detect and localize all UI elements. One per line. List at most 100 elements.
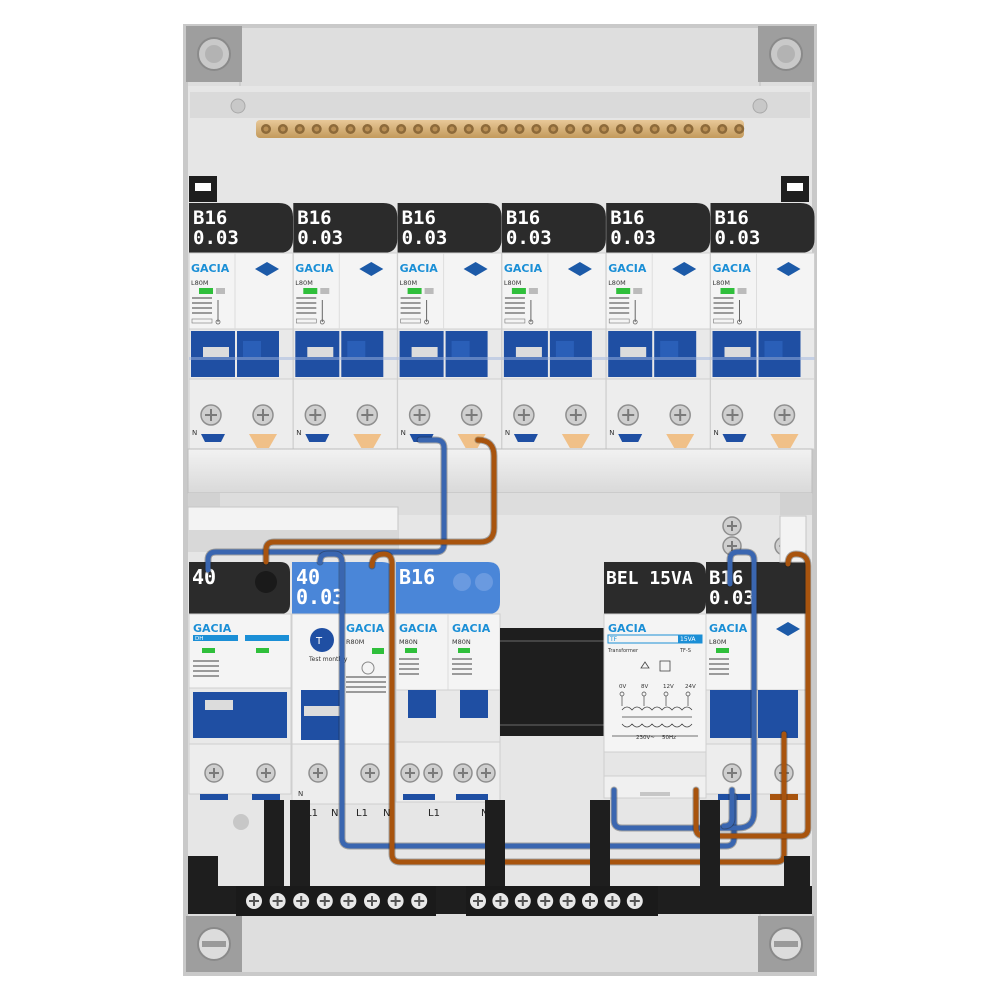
status-indicator <box>199 288 213 294</box>
brand-logo: GACIA <box>193 622 232 635</box>
toggle-left[interactable] <box>710 690 752 738</box>
wiring <box>204 436 812 866</box>
comb-busbar-pin <box>770 434 799 448</box>
status-indicator <box>720 288 735 294</box>
rating-label <box>189 203 293 253</box>
diamond-icon <box>672 262 697 276</box>
pe-busbar <box>190 92 810 138</box>
rating-text: B16 <box>297 207 331 229</box>
model-text: R80M <box>346 638 364 646</box>
mcb-toggle-left[interactable] <box>408 690 436 718</box>
toggle-right[interactable] <box>758 690 798 738</box>
main-switch-toggle[interactable] <box>193 692 287 738</box>
model-text: DH <box>195 636 203 642</box>
rating-label <box>397 203 502 253</box>
status-indicator <box>458 648 470 653</box>
model-text: L80M <box>295 279 313 287</box>
live-wire <box>263 437 497 565</box>
diamond-icon <box>567 262 592 276</box>
brand-logo: GACIA <box>608 262 647 275</box>
neutral-wire <box>205 437 447 573</box>
comb-busbar-pin <box>457 434 486 448</box>
rating-label <box>606 203 711 253</box>
test-button[interactable] <box>310 628 334 652</box>
diamond-icon <box>776 622 800 636</box>
model-text: L80M <box>608 279 626 287</box>
brand-logo: GACIA <box>452 622 491 635</box>
comb-busbar-pin <box>249 434 277 448</box>
rating-text: 40 <box>192 565 216 589</box>
terminal-label: L1 <box>356 808 368 819</box>
sensitivity-text: 0.03 <box>709 587 755 609</box>
bottom-cover-strip <box>188 914 812 972</box>
blank-cover <box>500 628 604 736</box>
rating-label <box>710 203 815 253</box>
status-indicator <box>256 648 269 653</box>
rating-text: 40 <box>296 565 320 589</box>
neutral-terminal-block <box>236 886 436 916</box>
neutral-mark: N <box>609 429 614 437</box>
terminal-label: N <box>331 808 338 819</box>
output-voltage: 24V <box>685 684 696 690</box>
brand-logo: GACIA <box>346 622 385 635</box>
model-text: M80N <box>399 638 418 646</box>
brand-logo: GACIA <box>399 622 438 635</box>
corner-screws <box>186 26 814 972</box>
model-text: L80M <box>400 279 418 287</box>
rating-text: B16 <box>610 207 644 229</box>
output-voltage: 0V <box>619 684 626 690</box>
terminal-label: N <box>383 808 390 819</box>
sensitivity-text: 0.03 <box>296 585 344 609</box>
transformer-subtitle: Transformer <box>607 648 639 654</box>
diamond-icon <box>776 262 801 276</box>
mcb-toggle-right[interactable] <box>460 690 488 718</box>
rating-text: B16 <box>709 567 743 589</box>
live-wire <box>369 551 787 865</box>
neutral-mark: N <box>505 429 510 437</box>
rating-text: B16 <box>193 207 227 229</box>
model-text: TF <box>609 636 618 643</box>
top-row-cover <box>187 448 813 494</box>
sensitivity-text: 0.03 <box>506 227 552 249</box>
sensitivity-text: 0.03 <box>402 227 448 249</box>
rating-label <box>396 562 500 614</box>
output-voltage: 12V <box>663 684 674 690</box>
bell-live-wire <box>693 551 811 839</box>
rating-label <box>604 562 706 614</box>
brand-logo: GACIA <box>709 622 748 635</box>
neutral-mark: N <box>296 429 301 437</box>
brand-logo: GACIA <box>400 262 439 275</box>
brand-logo: GACIA <box>504 262 543 275</box>
model-text: L80M <box>713 279 731 287</box>
rating-label <box>501 203 606 253</box>
top-cover-strip <box>188 28 812 86</box>
rating-text: B16 <box>715 207 749 229</box>
terminal-label: L1 <box>428 808 440 819</box>
diamond-icon <box>463 262 488 276</box>
model-text: L80M <box>504 279 522 287</box>
sensitivity-text: 0.03 <box>715 227 761 249</box>
diamond-icon <box>255 262 279 276</box>
neutral-mark: N <box>192 429 197 437</box>
input-frequency: 50Hz <box>662 735 676 741</box>
rating-label <box>293 203 398 253</box>
terminal-blocks <box>188 800 812 916</box>
brand-logo: GACIA <box>191 262 230 275</box>
coil-icon <box>621 706 693 711</box>
rating-text: B16 <box>399 565 435 589</box>
model-text: M80N <box>452 638 471 646</box>
transformer-title: BEL 15VA <box>606 568 693 589</box>
diamond-icon <box>359 262 384 276</box>
power-badge: 15VA <box>680 636 696 643</box>
rating-text: B16 <box>506 207 540 229</box>
neutral-mark: N <box>714 429 719 437</box>
neutral-mark: N <box>298 790 303 798</box>
